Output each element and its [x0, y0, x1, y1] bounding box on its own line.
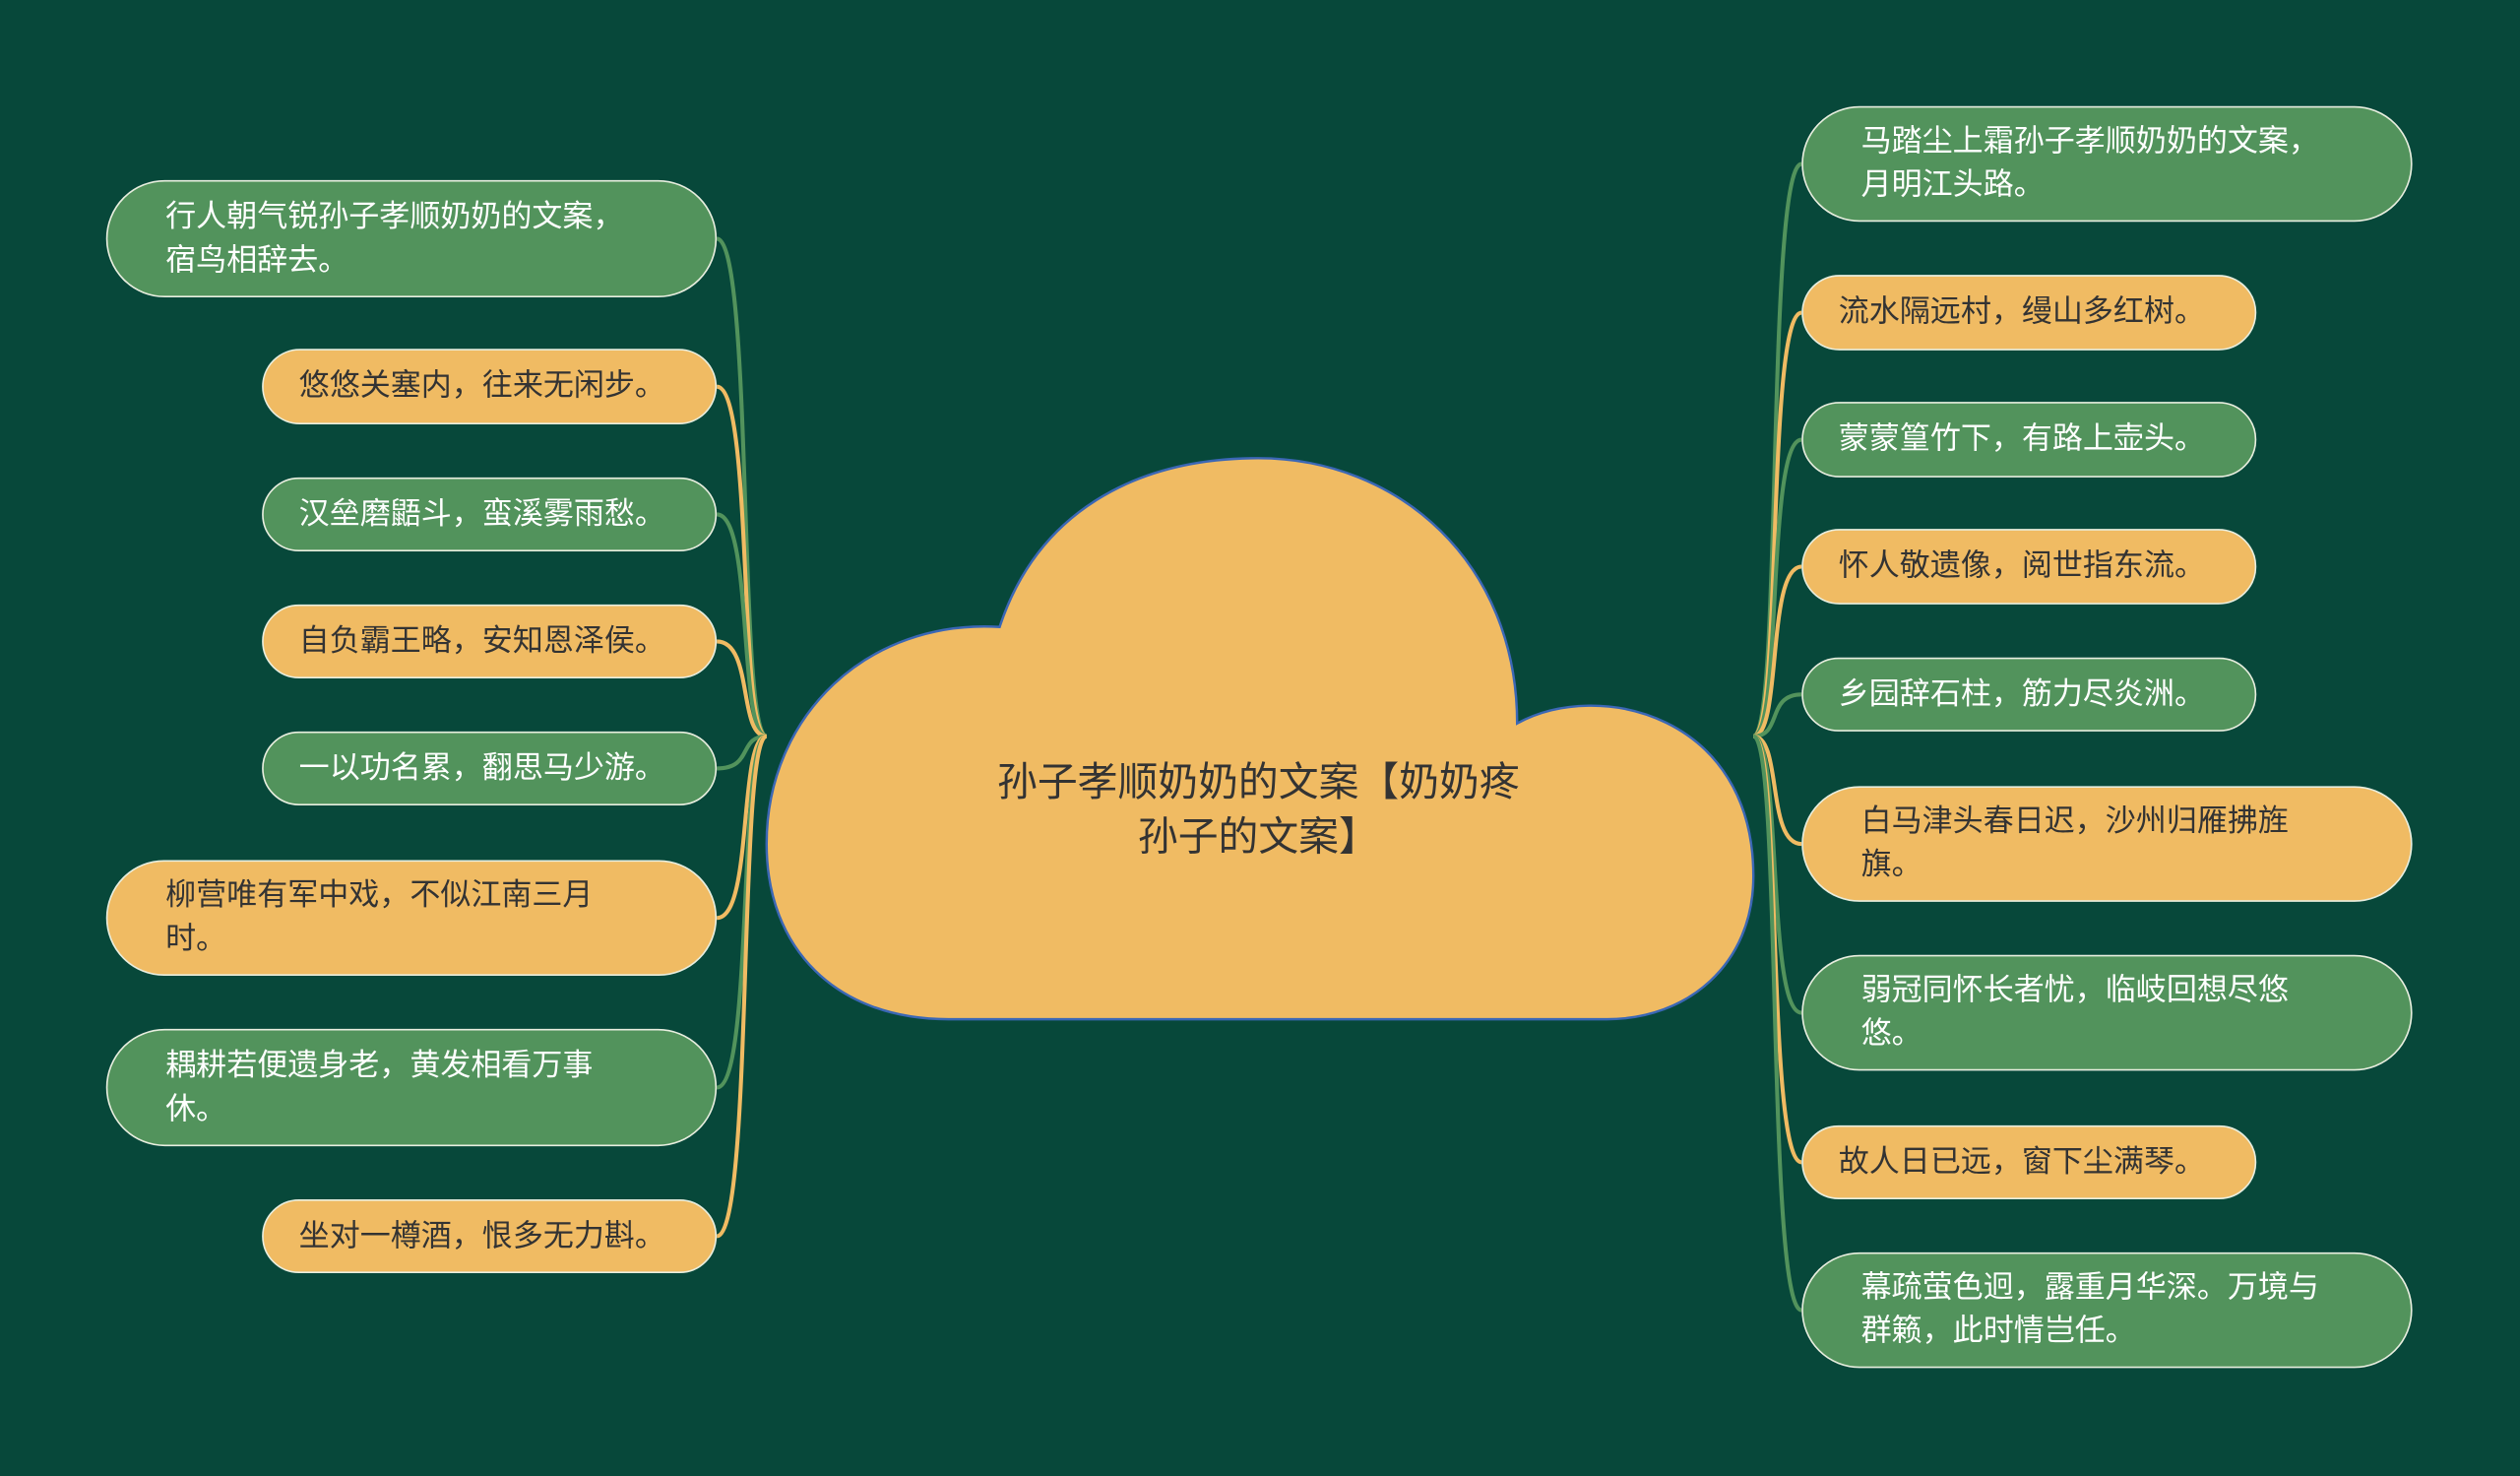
left-connector-line [716, 512, 768, 738]
node-text: 一以功名累，翻思马少游。 [298, 749, 665, 786]
left-connector-line [716, 639, 768, 738]
left-node[interactable]: 汉垒磨鼯斗，蛮溪雾雨愁。 [262, 477, 718, 551]
right-node[interactable]: 乡园辞石柱，筋力尽炎洲。 [1801, 657, 2257, 732]
right-connector-line [1752, 564, 1802, 738]
node-text: 流水隔远村，缦山多红树。 [1838, 293, 2206, 330]
left-node[interactable]: 悠悠关塞内，往来无闲步。 [262, 349, 718, 425]
node-text: 怀人敬遗像，阅世指东流。 [1838, 547, 2206, 584]
left-node[interactable]: 一以功名累，翻思马少游。 [262, 731, 718, 805]
node-text: 白马津头春日迟，沙州归雁拂旌旗。 [1860, 803, 2289, 883]
node-text: 故人日已远，窗下尘满琴。 [1838, 1143, 2206, 1180]
right-connector-line [1752, 437, 1802, 738]
left-node[interactable]: 柳营唯有军中戏，不似江南三月时。 [105, 860, 718, 977]
node-text: 行人朝气锐孙子孝顺奶奶的文案，宿鸟相辞去。 [165, 198, 624, 278]
left-connector-line [716, 734, 768, 1239]
central-cloud[interactable] [765, 457, 1755, 1021]
node-text: 马踏尘上霜孙子孝顺奶奶的文案，月明江头路。 [1860, 123, 2319, 203]
right-connector-line [1751, 734, 1803, 1313]
right-connector-line [1753, 692, 1802, 738]
node-text: 蒙蒙篁竹下，有路上壶头。 [1838, 420, 2206, 457]
left-connector-line [717, 734, 767, 771]
node-text: 自负霸王略，安知恩泽侯。 [298, 622, 665, 659]
node-text: 弱冠同怀长者忧，临岐回想尽悠悠。 [1860, 972, 2289, 1052]
left-node[interactable]: 行人朝气锐孙子孝顺奶奶的文案，宿鸟相辞去。 [105, 179, 718, 298]
central-topic[interactable]: 孙子孝顺奶奶的文案【奶奶疼孙子的文案】 [997, 758, 1520, 861]
node-text: 幕疏萤色迥，露重月华深。万境与群籁，此时情岂任。 [1860, 1269, 2319, 1349]
left-node[interactable]: 坐对一樽酒，恨多无力斟。 [262, 1198, 718, 1274]
right-node[interactable]: 故人日已远，窗下尘满琴。 [1801, 1124, 2257, 1199]
right-node[interactable]: 弱冠同怀长者忧，临岐回想尽悠悠。 [1801, 954, 2413, 1071]
node-text: 柳营唯有军中戏，不似江南三月时。 [165, 877, 594, 957]
node-text: 耦耕若便遗身老，黄发相看万事休。 [165, 1047, 594, 1126]
left-node[interactable]: 耦耕若便遗身老，黄发相看万事休。 [105, 1028, 718, 1147]
right-connector-line [1752, 734, 1802, 847]
node-text: 乡园辞石柱，筋力尽炎洲。 [1838, 675, 2206, 712]
right-node[interactable]: 怀人敬遗像，阅世指东流。 [1801, 529, 2257, 605]
right-node[interactable]: 流水隔远村，缦山多红树。 [1801, 275, 2257, 351]
right-node[interactable]: 蒙蒙篁竹下，有路上壶头。 [1801, 402, 2257, 478]
node-text: 坐对一樽酒，恨多无力斟。 [298, 1217, 665, 1253]
right-node[interactable]: 白马津头春日迟，沙州归雁拂旌旗。 [1801, 786, 2413, 902]
right-node[interactable]: 幕疏萤色迥，露重月华深。万境与群籁，此时情岂任。 [1801, 1251, 2413, 1369]
right-node[interactable]: 马踏尘上霜孙子孝顺奶奶的文案，月明江头路。 [1801, 105, 2413, 223]
left-node[interactable]: 自负霸王略，安知恩泽侯。 [262, 604, 718, 678]
node-text: 悠悠关塞内，往来无闲步。 [298, 367, 665, 404]
node-text: 汉垒磨鼯斗，蛮溪雾雨愁。 [298, 495, 665, 532]
left-connector-line [716, 734, 768, 921]
